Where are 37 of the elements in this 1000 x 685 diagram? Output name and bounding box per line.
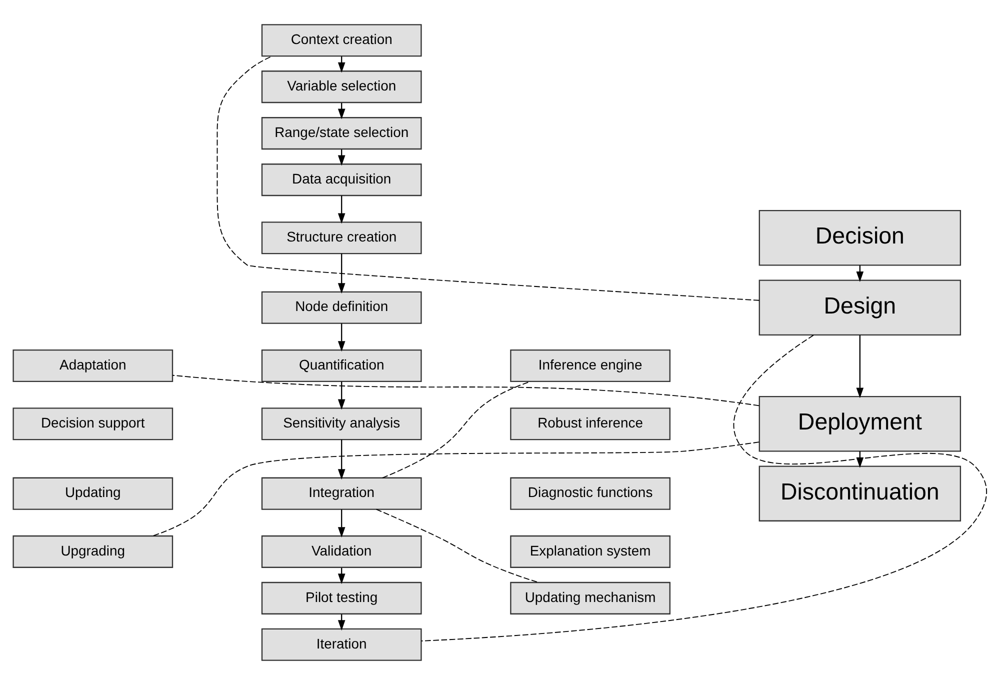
node-box: Robust inference xyxy=(510,408,670,440)
connector xyxy=(382,381,531,478)
node-box: Iteration xyxy=(261,628,422,661)
node-box: Variable selection xyxy=(261,70,422,104)
node-box: Context creation xyxy=(261,24,422,57)
node-box: Adaptation xyxy=(12,349,174,382)
connector xyxy=(172,374,760,406)
node-box: Node definition xyxy=(261,291,422,324)
connector xyxy=(420,334,988,642)
connector xyxy=(152,442,760,536)
node-box: Upgrading xyxy=(12,535,174,568)
node-box: Sensitivity analysis xyxy=(261,408,422,440)
node-box: Quantification xyxy=(261,349,422,382)
node-box: Diagnostic functions xyxy=(510,477,670,510)
node-box: Explanation system xyxy=(510,535,670,568)
arrow xyxy=(338,323,346,352)
node-box: Inference engine xyxy=(510,349,670,382)
node-box: Structure creation xyxy=(261,222,422,254)
node-box: Decision support xyxy=(12,408,174,440)
node-box: Deployment xyxy=(758,396,962,452)
node-box: Integration xyxy=(261,477,422,510)
node-box: Discontinuation xyxy=(758,466,962,522)
arrow xyxy=(856,335,864,398)
node-box: Data acquisition xyxy=(261,164,422,196)
connector xyxy=(376,508,539,583)
arrow xyxy=(338,196,346,224)
node-box: Updating xyxy=(12,477,174,510)
node-box: Validation xyxy=(261,535,422,568)
node-box: Range/state selection xyxy=(261,117,422,150)
arrow xyxy=(338,254,346,294)
arrow xyxy=(338,509,346,538)
arrow xyxy=(338,440,346,480)
node-box: Updating mechanism xyxy=(510,582,670,614)
node-box: Decision xyxy=(758,210,962,266)
node-box: Pilot testing xyxy=(261,582,422,614)
arrow xyxy=(338,382,346,410)
node-box: Design xyxy=(758,280,962,336)
